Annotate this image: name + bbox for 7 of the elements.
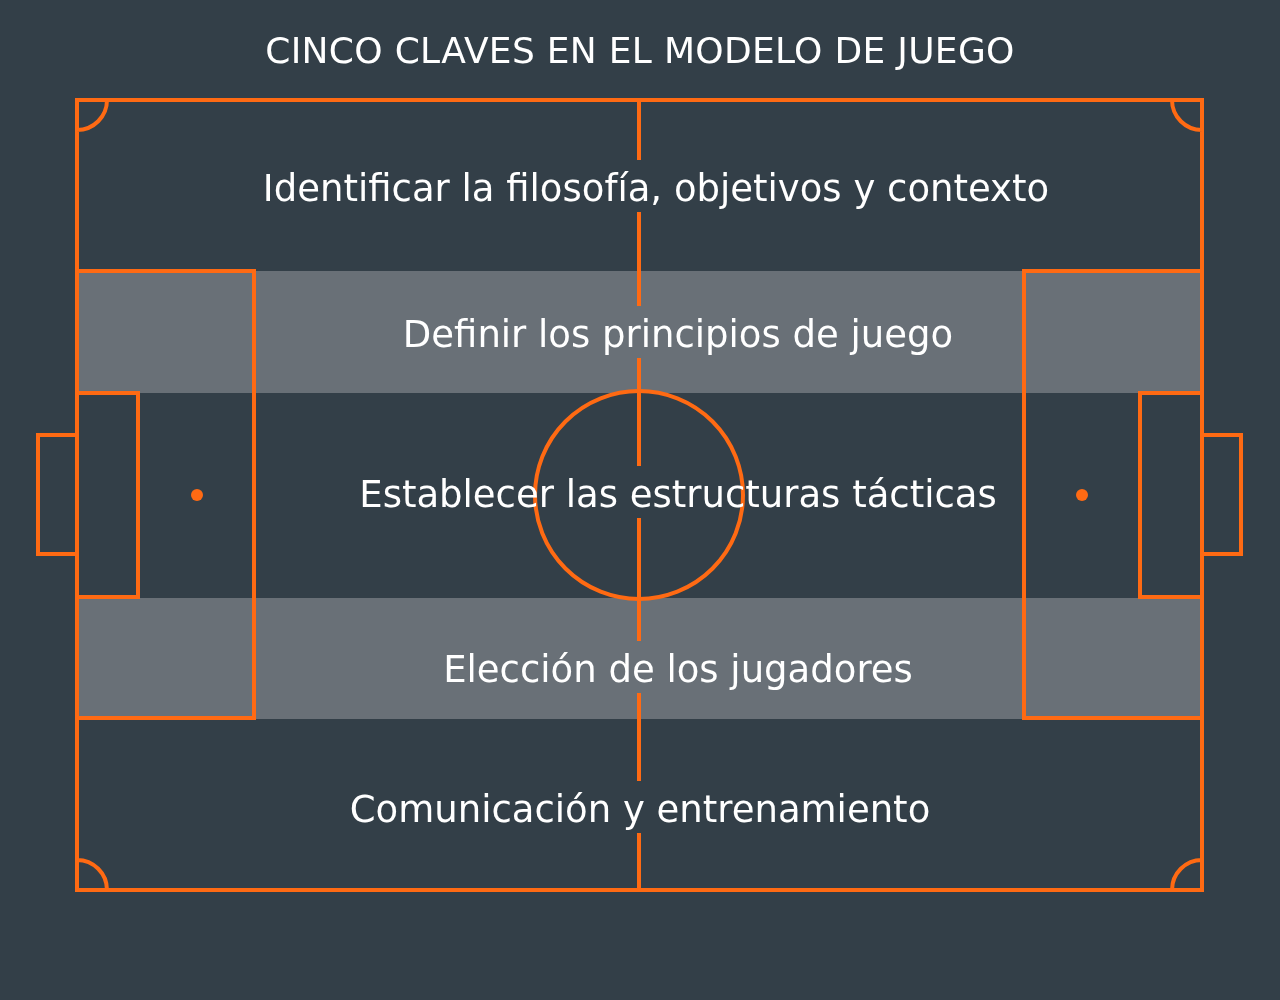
band-text: Definir los principios de juego [402, 314, 954, 356]
band-text: Elección de los jugadores [443, 649, 913, 691]
shaded-pitch-band [77, 271, 1202, 393]
band-text: Identificar la filosofía, objetivos y contexto [262, 168, 1050, 210]
shaded-pitch-band [77, 598, 1202, 719]
diagram-title: CINCO CLAVES EN EL MODELO DE JUEGO [264, 29, 1016, 73]
band-text: Comunicación y entrenamiento [349, 789, 931, 831]
